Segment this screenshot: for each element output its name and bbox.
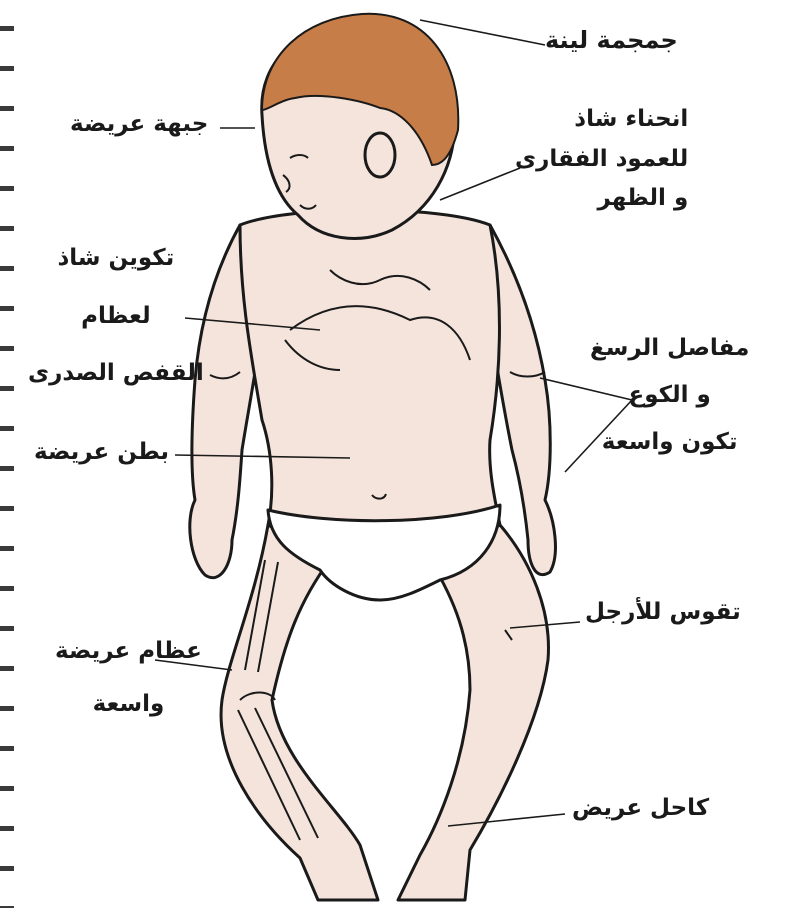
torso bbox=[240, 210, 500, 540]
label-ribcage-line-2: لعظام bbox=[28, 288, 204, 346]
label-wide-bones-line-1: عظام عريضة bbox=[55, 625, 202, 678]
label-wrist-joints-line-3: تكون واسعة bbox=[590, 419, 749, 466]
label-spine-curve-line-2: للعمود الفقارى bbox=[515, 140, 688, 180]
label-ribcage-line-3: القفص الصدرى bbox=[28, 345, 204, 403]
label-wide-ankle: كاحل عريض bbox=[572, 796, 709, 820]
label-wrist-joints-line-2: و الكوع bbox=[590, 372, 749, 419]
label-ribcage-line-1: تكوين شاذ bbox=[28, 230, 204, 288]
label-wrist-joints: مفاصل الرسغ و الكوع تكون واسعة bbox=[590, 325, 749, 466]
label-spine-curve-line-3: و الظهر bbox=[515, 179, 688, 219]
label-ribcage: تكوين شاذ لعظام القفص الصدرى bbox=[28, 230, 204, 403]
label-wide-belly: بطن عريضة bbox=[34, 440, 169, 464]
label-bowed-legs: تقوس للأرجل bbox=[585, 600, 741, 624]
label-wrist-joints-line-1: مفاصل الرسغ bbox=[590, 325, 749, 372]
label-wide-forehead: جبهة عريضة bbox=[70, 112, 208, 136]
label-wide-bones: عظام عريضة واسعة bbox=[55, 625, 202, 731]
label-wide-bones-line-2: واسعة bbox=[55, 678, 202, 731]
ear bbox=[365, 133, 395, 177]
label-spine-curve-line-1: انحناء شاذ bbox=[515, 100, 688, 140]
label-spine-curve: انحناء شاذ للعمود الفقارى و الظهر bbox=[515, 100, 688, 219]
label-soft-skull: جمجمة لينة bbox=[545, 28, 678, 53]
